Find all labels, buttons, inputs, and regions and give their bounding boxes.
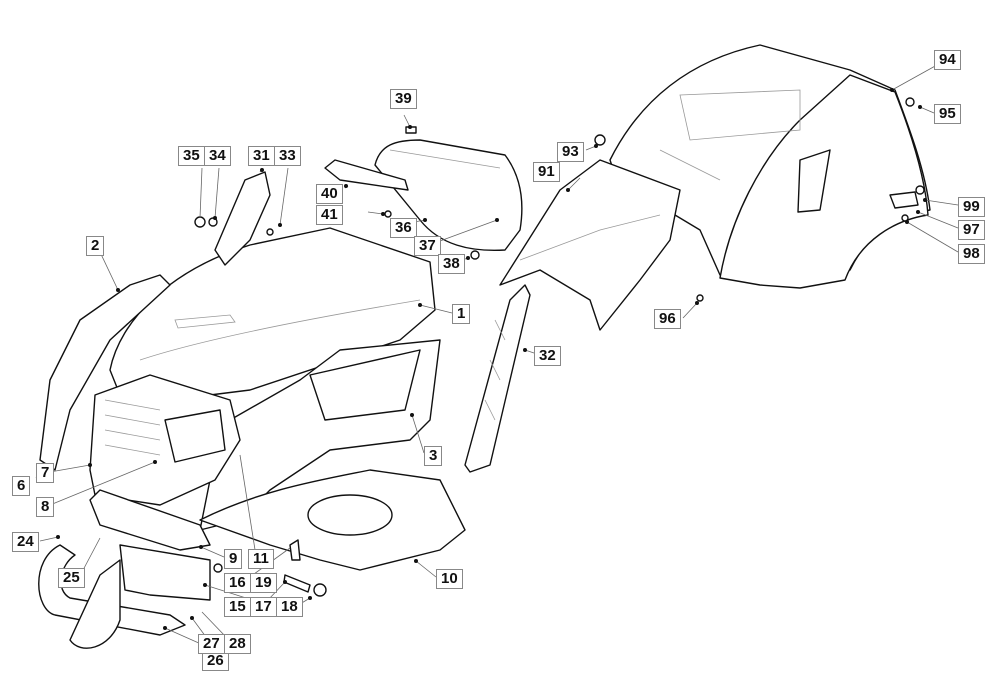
hood bbox=[109, 227, 436, 401]
front-skirt bbox=[89, 489, 211, 551]
dash-console bbox=[324, 139, 523, 252]
callout-32: 32 bbox=[534, 346, 561, 366]
callout-9: 9 bbox=[224, 549, 243, 569]
side-rail bbox=[39, 171, 271, 471]
callout-3: 3 bbox=[424, 446, 443, 466]
callout-31: 31 bbox=[248, 146, 275, 166]
callout-15: 15 bbox=[224, 597, 251, 617]
callout-26: 26 bbox=[202, 651, 229, 671]
side-panel bbox=[199, 339, 441, 531]
callout-27: 27 bbox=[198, 634, 225, 654]
footrest-panel bbox=[199, 469, 466, 571]
callout-25: 25 bbox=[58, 568, 85, 588]
front-bumper bbox=[38, 544, 211, 649]
callout-96: 96 bbox=[654, 309, 681, 329]
callout-8: 8 bbox=[36, 497, 55, 517]
callout-11: 11 bbox=[248, 549, 274, 569]
callout-97: 97 bbox=[958, 220, 985, 240]
rear-mudflap bbox=[499, 159, 681, 331]
callout-19: 19 bbox=[250, 573, 277, 593]
callout-94: 94 bbox=[934, 50, 961, 70]
callout-36: 36 bbox=[390, 218, 417, 238]
callout-34: 34 bbox=[204, 146, 231, 166]
callout-98: 98 bbox=[958, 244, 985, 264]
callout-33: 33 bbox=[274, 146, 301, 166]
front-grille bbox=[89, 374, 241, 506]
callout-93: 93 bbox=[557, 142, 584, 162]
callout-18: 18 bbox=[276, 597, 303, 617]
callout-39: 39 bbox=[390, 89, 417, 109]
callout-6: 6 bbox=[12, 476, 31, 496]
callout-28: 28 bbox=[224, 634, 251, 654]
callout-35: 35 bbox=[178, 146, 205, 166]
callout-24: 24 bbox=[12, 532, 39, 552]
callout-38: 38 bbox=[438, 254, 465, 274]
callout-95: 95 bbox=[934, 104, 961, 124]
callout-10: 10 bbox=[436, 569, 463, 589]
callout-2: 2 bbox=[86, 236, 105, 256]
callout-99: 99 bbox=[958, 197, 985, 217]
callout-40: 40 bbox=[316, 184, 343, 204]
callout-1: 1 bbox=[452, 304, 471, 324]
hardware bbox=[194, 97, 925, 597]
callout-41: 41 bbox=[316, 205, 343, 225]
callout-91: 91 bbox=[533, 162, 560, 182]
callout-7: 7 bbox=[36, 463, 55, 483]
side-strut bbox=[464, 284, 531, 473]
callout-37: 37 bbox=[414, 236, 441, 256]
callout-16: 16 bbox=[224, 573, 251, 593]
rear-fender bbox=[609, 44, 931, 289]
callout-17: 17 bbox=[250, 597, 277, 617]
